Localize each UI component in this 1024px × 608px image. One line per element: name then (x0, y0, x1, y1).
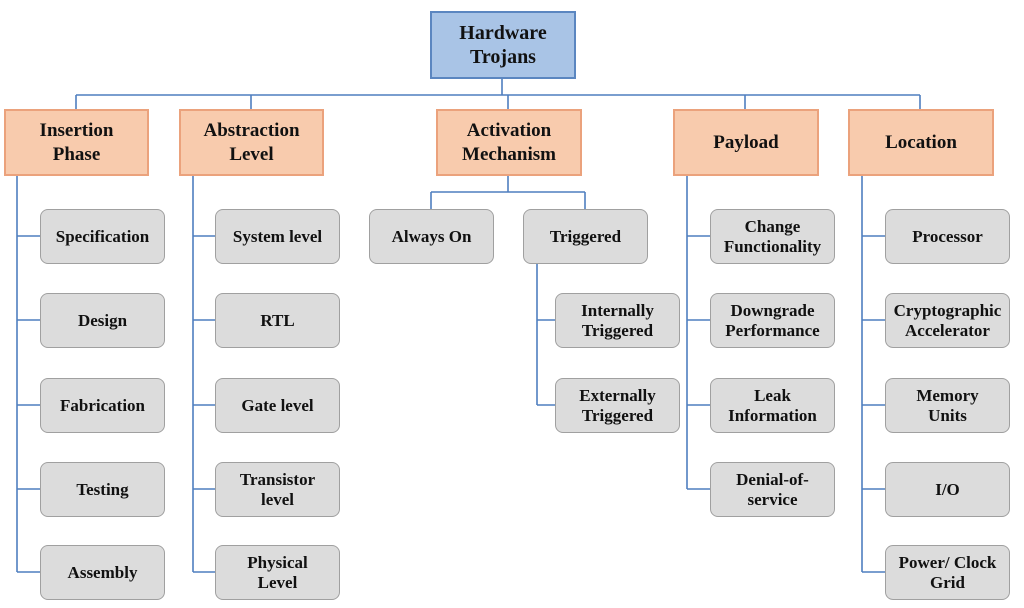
leaf-triggered: Triggered (523, 209, 648, 264)
category-location: Location (848, 109, 994, 176)
leaf-externally-triggered: Externally Triggered (555, 378, 680, 433)
leaf-specification: Specification (40, 209, 165, 264)
leaf-system-level: System level (215, 209, 340, 264)
leaf-denial-of-service: Denial-of- service (710, 462, 835, 517)
leaf-downgrade-performance: Downgrade Performance (710, 293, 835, 348)
leaf-assembly: Assembly (40, 545, 165, 600)
category-payload: Payload (673, 109, 819, 176)
leaf-cryptographic-accelerator: Cryptographic Accelerator (885, 293, 1010, 348)
leaf-design: Design (40, 293, 165, 348)
category-insertion-phase: Insertion Phase (4, 109, 149, 176)
leaf-io: I/O (885, 462, 1010, 517)
leaf-memory-units: Memory Units (885, 378, 1010, 433)
leaf-internally-triggered: Internally Triggered (555, 293, 680, 348)
leaf-processor: Processor (885, 209, 1010, 264)
category-abstraction-level: Abstraction Level (179, 109, 324, 176)
leaf-rtl: RTL (215, 293, 340, 348)
leaf-testing: Testing (40, 462, 165, 517)
category-activation-mechanism: Activation Mechanism (436, 109, 582, 176)
leaf-power-clock-grid: Power/ Clock Grid (885, 545, 1010, 600)
leaf-transistor-level: Transistor level (215, 462, 340, 517)
leaf-gate-level: Gate level (215, 378, 340, 433)
leaf-leak-information: Leak Information (710, 378, 835, 433)
root-node-hardware-trojans: Hardware Trojans (430, 11, 576, 79)
leaf-physical-level: Physical Level (215, 545, 340, 600)
leaf-always-on: Always On (369, 209, 494, 264)
leaf-fabrication: Fabrication (40, 378, 165, 433)
leaf-change-functionality: Change Functionality (710, 209, 835, 264)
